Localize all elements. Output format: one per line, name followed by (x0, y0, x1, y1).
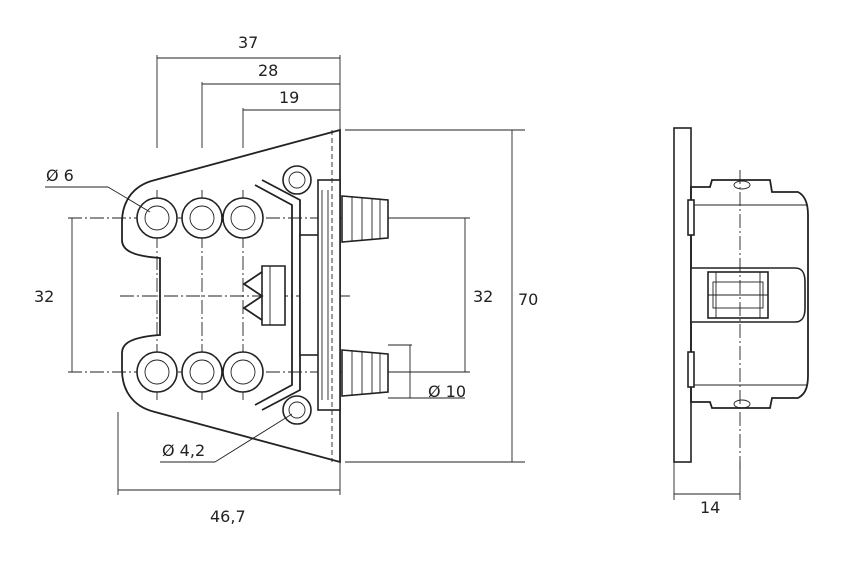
side-back-plate (673, 127, 692, 463)
dim-label-dia-4-2: Ø 4,2 (162, 441, 205, 460)
front-view: 37 28 19 (34, 33, 538, 526)
dimension-46-7: 46,7 (117, 412, 341, 526)
latch (242, 265, 286, 326)
dim-label-46-7: 46,7 (210, 507, 246, 526)
dimension-28: 28 (202, 61, 340, 85)
dimension-32-right: 32 (390, 217, 493, 373)
side-latch (690, 267, 806, 323)
dim-label-32-right: 32 (473, 287, 493, 306)
dimension-14: 14 (673, 462, 741, 517)
dimension-70: 70 (345, 129, 538, 463)
dimension-32-left: 32 (34, 218, 73, 372)
dimension-dia-4-2: Ø 4,2 (160, 413, 293, 463)
mounting-plate-outline (121, 128, 341, 464)
dim-label-32-left: 32 (34, 287, 54, 306)
dim-label-19: 19 (279, 88, 299, 107)
dim-label-dia-6: Ø 6 (46, 166, 74, 185)
dimension-dia-10: Ø 10 (388, 344, 466, 401)
dim-label-37: 37 (238, 33, 258, 52)
dim-label-28: 28 (258, 61, 278, 80)
dimension-19: 19 (243, 88, 340, 111)
dim-label-14: 14 (700, 498, 720, 517)
dimension-dia-6: Ø 6 (45, 166, 151, 213)
side-body (690, 179, 809, 409)
dowel-pin-upper (341, 195, 389, 243)
lower-hole-row (136, 351, 264, 393)
central-block (299, 130, 341, 462)
dowel-pin-lower (341, 349, 389, 397)
side-view: 14 (673, 127, 809, 517)
side-screw-details (687, 180, 808, 409)
dim-label-70: 70 (518, 290, 538, 309)
dim-label-dia-10: Ø 10 (428, 382, 466, 401)
dimension-37: 37 (157, 33, 340, 59)
extension-lines-top (156, 55, 341, 148)
upper-hole-row (136, 197, 264, 239)
screw-holes (282, 165, 312, 425)
